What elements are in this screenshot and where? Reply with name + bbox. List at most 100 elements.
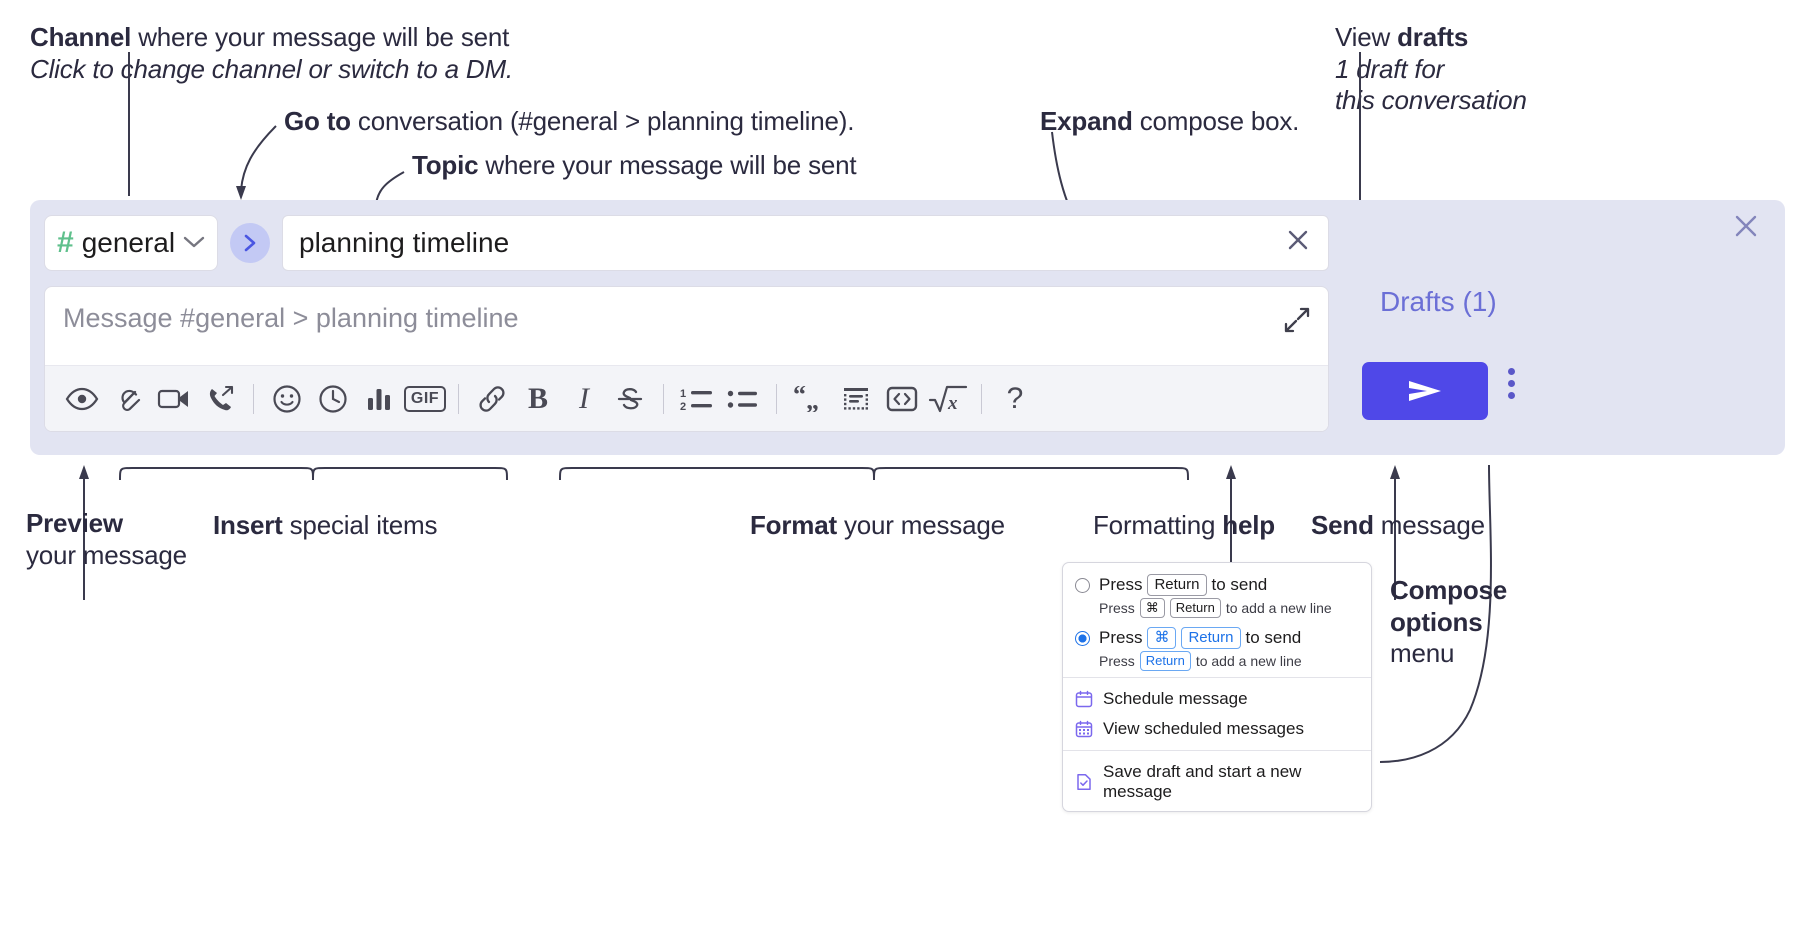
- compose-left-column: # general planning timeline Message #gen…: [44, 214, 1329, 432]
- menu-item-label: Save draft and start a new message: [1103, 761, 1302, 801]
- compose-options-menu-button[interactable]: [1508, 368, 1515, 399]
- menu-divider: [1063, 749, 1371, 751]
- annotation-format-rest: your message: [836, 510, 1005, 540]
- clock-icon[interactable]: [310, 376, 356, 422]
- huddle-icon[interactable]: [197, 376, 243, 422]
- toolbar-divider: [458, 383, 459, 414]
- italic-icon[interactable]: I: [579, 381, 589, 415]
- annotation-drafts-italic1: 1 draft for: [1335, 53, 1445, 84]
- annotation-send-bold: Send: [1311, 510, 1374, 540]
- code-block-icon[interactable]: [833, 376, 879, 422]
- annotation-topic-bold: Topic: [412, 150, 479, 180]
- message-placeholder-row: Message #general > planning timeline: [45, 287, 1328, 365]
- key-command: ⌘: [1147, 626, 1177, 650]
- strikethrough-icon[interactable]: [607, 376, 653, 422]
- expand-icon[interactable]: [1284, 303, 1310, 340]
- kebab-dot: [1508, 380, 1515, 387]
- annotation-send-rest: message: [1373, 510, 1485, 540]
- svg-text:„: „: [806, 386, 819, 412]
- radio-unselected-icon[interactable]: [1075, 578, 1090, 593]
- channel-selector[interactable]: # general: [44, 215, 218, 271]
- annotation-help-bold: help: [1222, 510, 1275, 540]
- send-option-return[interactable]: Press Return to send: [1063, 571, 1371, 597]
- annotation-compose-options: Compose options menu: [1390, 575, 1507, 670]
- toolbar-divider: [981, 383, 982, 414]
- annotation-drafts-italic2: this conversation: [1335, 85, 1527, 116]
- compose-options-menu: Press Return to send Press ⌘ Return to a…: [1062, 562, 1372, 812]
- option-word-press: Press: [1099, 575, 1143, 595]
- message-input-box[interactable]: Message #general > planning timeline: [44, 286, 1329, 432]
- annotation-send: Send message: [1311, 510, 1485, 542]
- sub-word-newline: to add a new line: [1195, 652, 1302, 669]
- attachment-icon[interactable]: [105, 376, 151, 422]
- annotation-topic: Topic where your message will be sent: [412, 150, 857, 182]
- message-input[interactable]: Message #general > planning timeline: [63, 303, 519, 333]
- send-option-cmd-return-sub: Press Return to add a new line: [1099, 651, 1371, 671]
- annotation-preview-rest: your message: [26, 539, 187, 570]
- svg-text:2: 2: [680, 401, 686, 412]
- leader-lines-top: [128, 52, 1365, 312]
- send-option-return-label: Press Return to send: [1099, 574, 1267, 597]
- annotation-expand: Expand compose box.: [1040, 106, 1299, 138]
- menu-item-label: Schedule message: [1103, 688, 1248, 708]
- key-return: Return: [1139, 651, 1191, 671]
- calendar-grid-icon: [1075, 720, 1093, 738]
- toolbar-divider: [776, 383, 777, 414]
- goto-conversation-button[interactable]: [230, 223, 270, 263]
- topic-field[interactable]: planning timeline: [282, 215, 1329, 271]
- key-return: Return: [1169, 598, 1221, 618]
- emoji-icon[interactable]: [264, 376, 310, 422]
- sub-word-press: Press: [1099, 652, 1135, 669]
- annotation-expand-rest: compose box.: [1132, 106, 1300, 136]
- math-icon[interactable]: x: [925, 376, 971, 422]
- blockquote-icon[interactable]: “„: [787, 376, 833, 422]
- code-icon[interactable]: [879, 376, 925, 422]
- clear-topic-icon[interactable]: [1284, 226, 1312, 260]
- toolbar-divider: [253, 383, 254, 414]
- gif-icon[interactable]: GIF: [402, 376, 448, 422]
- compose-panel: # general planning timeline Message #gen…: [30, 200, 1785, 455]
- topic-value: planning timeline: [299, 227, 510, 258]
- calendar-icon: [1075, 690, 1093, 708]
- drafts-link[interactable]: Drafts (1): [1380, 286, 1497, 317]
- gif-label: GIF: [403, 385, 447, 412]
- annotation-goto: Go to conversation (#general > planning …: [284, 106, 854, 138]
- link-icon[interactable]: [469, 376, 515, 422]
- svg-text:x: x: [947, 393, 958, 414]
- channel-row: # general planning timeline: [44, 214, 1329, 272]
- menu-item-view-scheduled[interactable]: View scheduled messages: [1063, 714, 1371, 744]
- annotation-goto-rest: conversation (#general > planning timeli…: [350, 106, 855, 136]
- key-return: Return: [1181, 626, 1241, 650]
- radio-selected-icon[interactable]: [1075, 630, 1090, 646]
- video-icon[interactable]: [151, 376, 197, 422]
- kebab-dot: [1508, 368, 1515, 375]
- annotation-compose-options-line1: Compose: [1390, 575, 1508, 605]
- menu-divider: [1063, 676, 1371, 678]
- menu-item-schedule-message[interactable]: Schedule message: [1063, 684, 1371, 714]
- toolbar-divider: [663, 383, 664, 414]
- preview-icon[interactable]: [59, 376, 105, 422]
- bold-icon[interactable]: B: [527, 381, 548, 415]
- poll-icon[interactable]: [356, 376, 402, 422]
- chevron-down-icon: [183, 232, 205, 255]
- annotation-help-lead: Formatting: [1093, 510, 1223, 540]
- channel-name: general: [81, 227, 176, 258]
- annotation-channel-rest: where your message will be sent: [131, 22, 510, 52]
- svg-text:1: 1: [680, 388, 686, 400]
- svg-text:“: “: [793, 386, 806, 409]
- send-button[interactable]: [1362, 362, 1488, 420]
- menu-item-save-draft[interactable]: Save draft and start a new message: [1063, 757, 1371, 811]
- annotation-channel: Channel where your message will be sent …: [30, 22, 513, 85]
- bulleted-list-icon[interactable]: [720, 376, 766, 422]
- annotation-channel-bold: Channel: [30, 22, 132, 52]
- annotation-insert-rest: special items: [282, 510, 438, 540]
- help-icon[interactable]: ?: [1006, 381, 1024, 415]
- send-option-cmd-return[interactable]: Press ⌘ Return to send: [1063, 624, 1371, 650]
- sub-word-newline: to add a new line: [1225, 600, 1332, 617]
- annotation-insert-bold: Insert: [213, 510, 283, 540]
- kebab-dot: [1508, 392, 1515, 399]
- annotation-goto-bold: Go to: [284, 106, 351, 136]
- close-icon[interactable]: [1730, 210, 1762, 248]
